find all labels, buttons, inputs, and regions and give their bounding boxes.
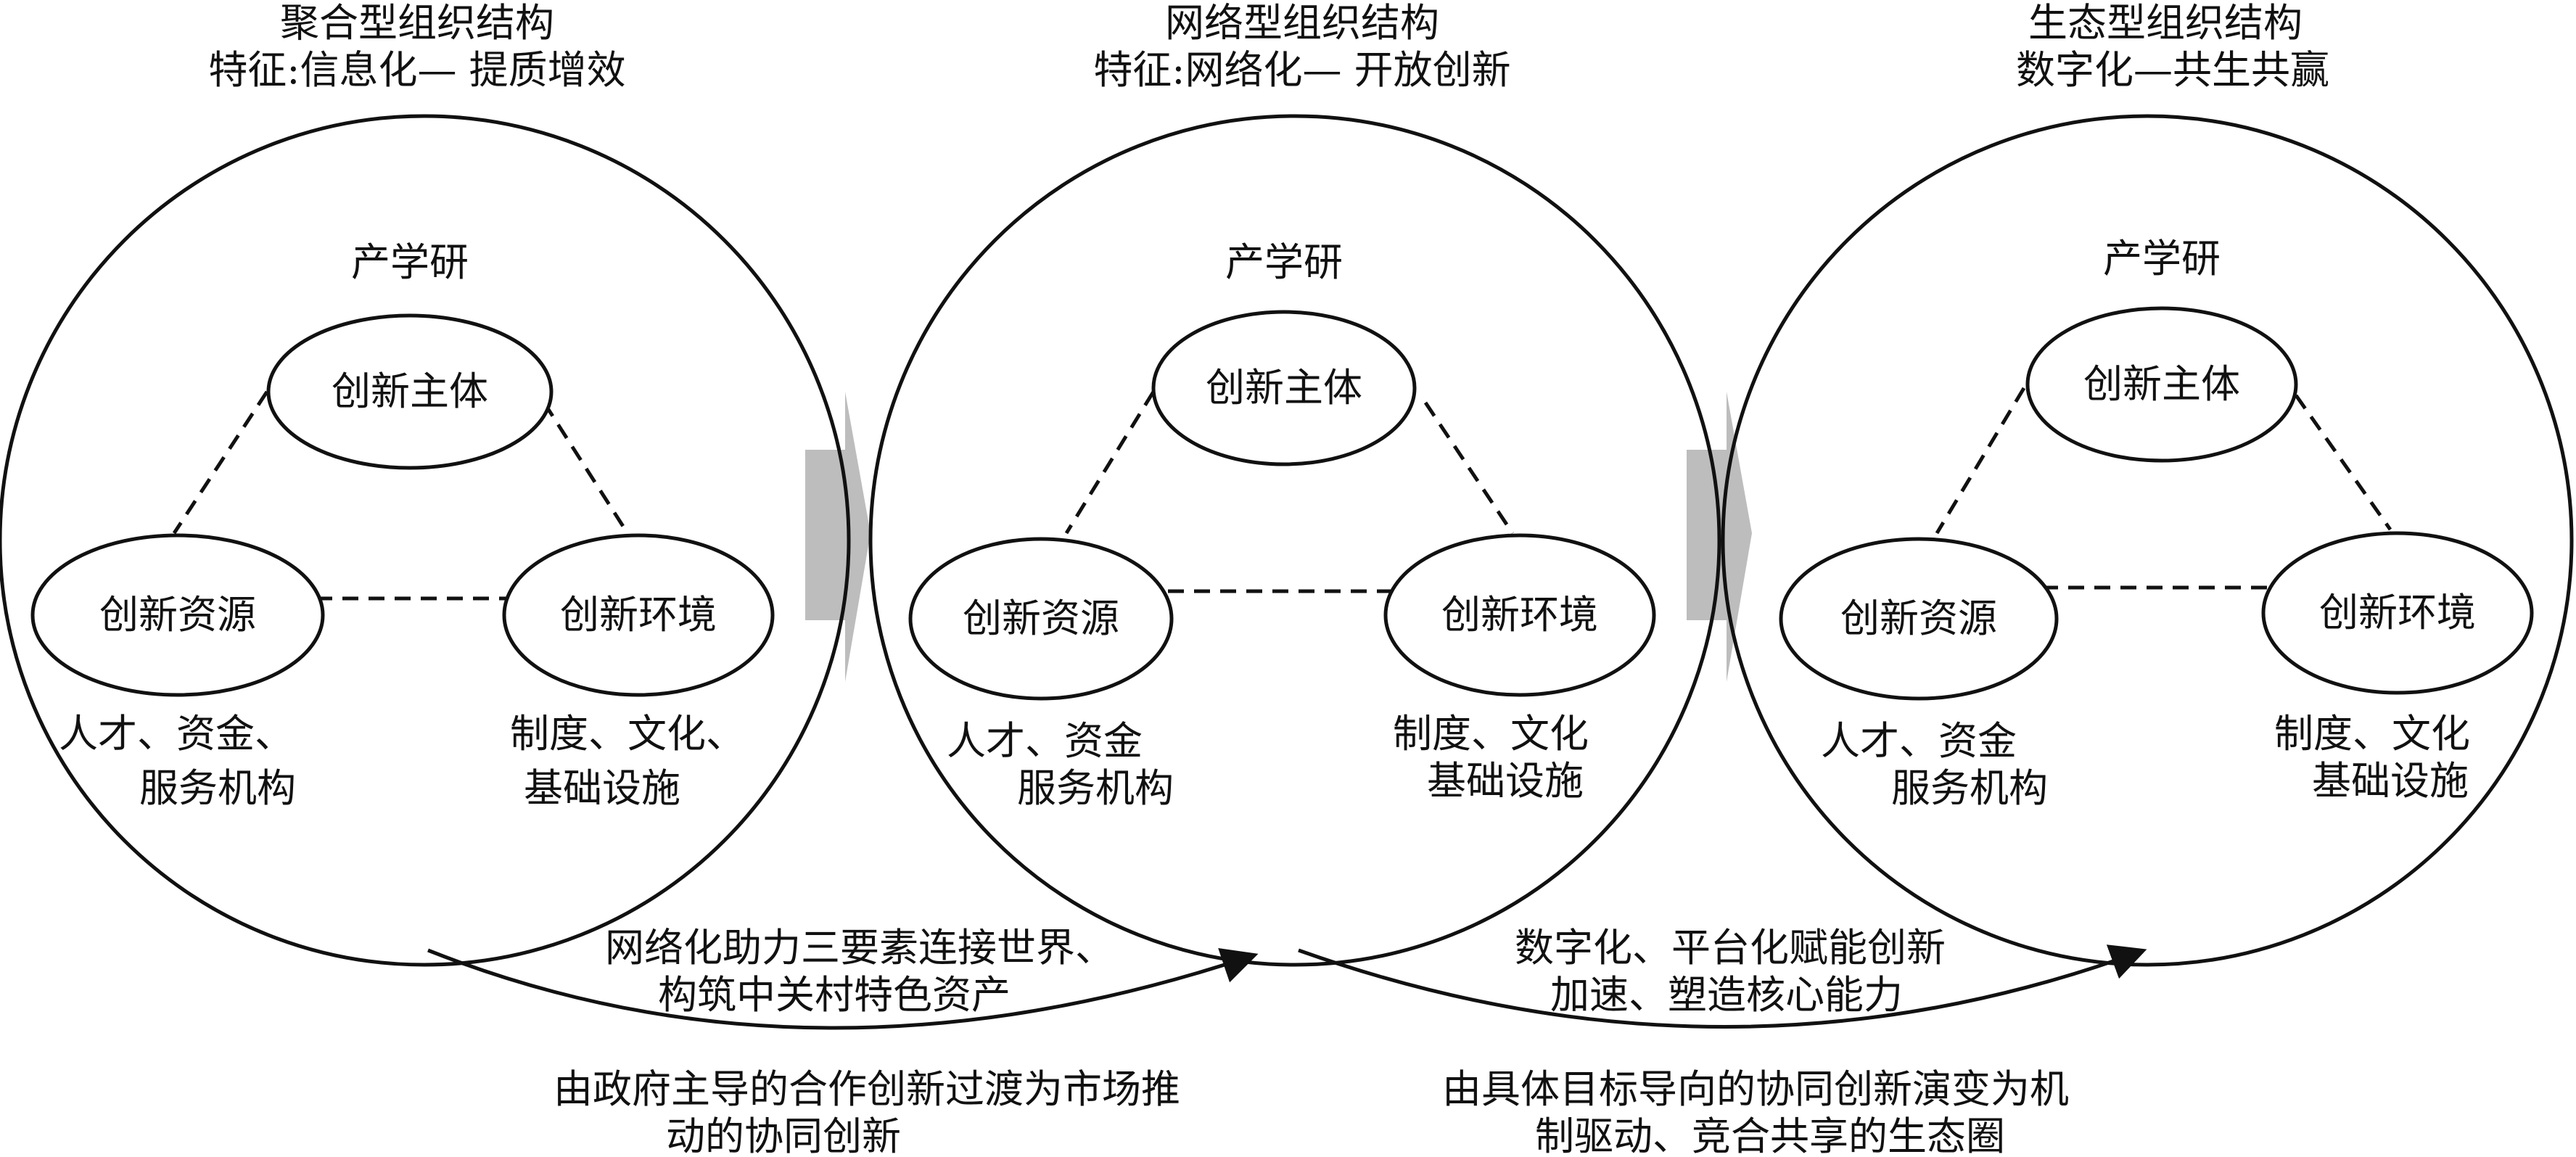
node-innovation-environment [2261,531,2534,695]
transition-curve-2 [1298,944,2147,1029]
stage-network: 网络型组织结构 特征:网络化— 开放创新 产学研 创新主体 创新资源 创新环境 … [868,0,1721,967]
node-label: 创新主体 [1206,365,1362,411]
stage-title: 网络型组织结构 [1165,0,1439,46]
transition-inner-text: 网络化助力三要素连接世界、 [605,925,1114,971]
resource-description: 人才、资金 [947,718,1143,764]
node-label: 创新主体 [2083,361,2240,407]
transition-inner-text: 加速、塑造核心能力 [1550,972,1903,1018]
node-label: 创新环境 [1441,592,1598,638]
transition-2-labels: 数字化、平台化赋能创新 加速、塑造核心能力 由具体目标导向的协同创新演变为机 制… [1442,925,2069,1157]
node-innovation-subject [266,313,554,470]
node-innovation-resources [30,533,325,697]
node-label: 创新资源 [963,596,1119,641]
transition-1-labels: 网络化助力三要素连接世界、 构筑中关村特色资产 由政府主导的合作创新过渡为市场推… [554,925,1180,1157]
resource-description: 服务机构 [1017,765,1174,811]
transition-inner-text: 构筑中关村特色资产 [658,972,1011,1018]
node-innovation-environment [502,533,775,697]
circle-label: 产学研 [1225,239,1343,285]
stage-transition-arrow-1 [805,392,871,682]
node-label: 创新主体 [332,368,488,414]
transition-caption: 由具体目标导向的协同创新演变为机 [1442,1066,2069,1112]
stage-circle [868,114,1721,967]
stage-aggregation: 聚合型组织结构 特征:信息化— 提质增效 产学研 创新主体 创新资源 创新环境 … [0,0,851,967]
dashed-link [1064,390,1156,535]
stage-subtitle: 数字化—共生共赢 [2016,47,2329,93]
node-label: 创新资源 [99,592,256,638]
transition-caption: 由政府主导的合作创新过渡为市场推 [554,1066,1180,1112]
resource-description: 人才、资金 [1821,718,2017,764]
environment-description: 制度、文化 [1393,711,1589,757]
transition-inner-text: 数字化、平台化赋能创新 [1515,925,1946,971]
environment-description: 制度、文化、 [510,711,745,757]
node-innovation-environment [1383,533,1656,697]
environment-description: 基础设施 [1427,758,1584,804]
node-label: 创新环境 [560,592,717,638]
environment-description: 基础设施 [2312,758,2469,804]
dashed-link [172,390,269,535]
stage-subtitle: 特征:信息化— 提质增效 [208,47,625,93]
circle-label: 产学研 [351,239,469,285]
stage-circle [0,114,851,967]
node-innovation-subject [2025,306,2298,463]
node-label: 创新环境 [2319,590,2476,635]
stage-circle [1721,114,2574,967]
dashed-link [2294,394,2392,531]
node-innovation-resources [1779,537,2059,701]
transition-curve-1 [427,947,1259,1030]
resource-description: 服务机构 [1891,765,2048,811]
stage-ecosystem: 生态型组织结构 数字化—共生共赢 产学研 创新主体 创新资源 创新环境 人才、资… [1721,0,2574,967]
stage-title: 生态型组织结构 [2028,0,2303,46]
transition-caption: 制驱动、竞合共享的生态圈 [1535,1113,2005,1157]
resource-description: 人才、资金、 [59,711,294,757]
stage-title: 聚合型组织结构 [280,0,554,46]
node-innovation-subject [1151,310,1417,466]
dashed-link [1423,401,1515,535]
environment-description: 制度、文化 [2274,711,2470,757]
node-innovation-resources [908,537,1174,701]
transition-caption: 动的协同创新 [666,1113,901,1157]
dashed-link [542,401,630,535]
stage-subtitle: 特征:网络化— 开放创新 [1093,47,1510,93]
environment-description: 基础设施 [524,765,680,811]
circle-label: 产学研 [2103,236,2221,281]
dashed-link [1935,387,2026,535]
resource-description: 服务机构 [139,765,296,811]
node-label: 创新资源 [1840,596,1997,641]
